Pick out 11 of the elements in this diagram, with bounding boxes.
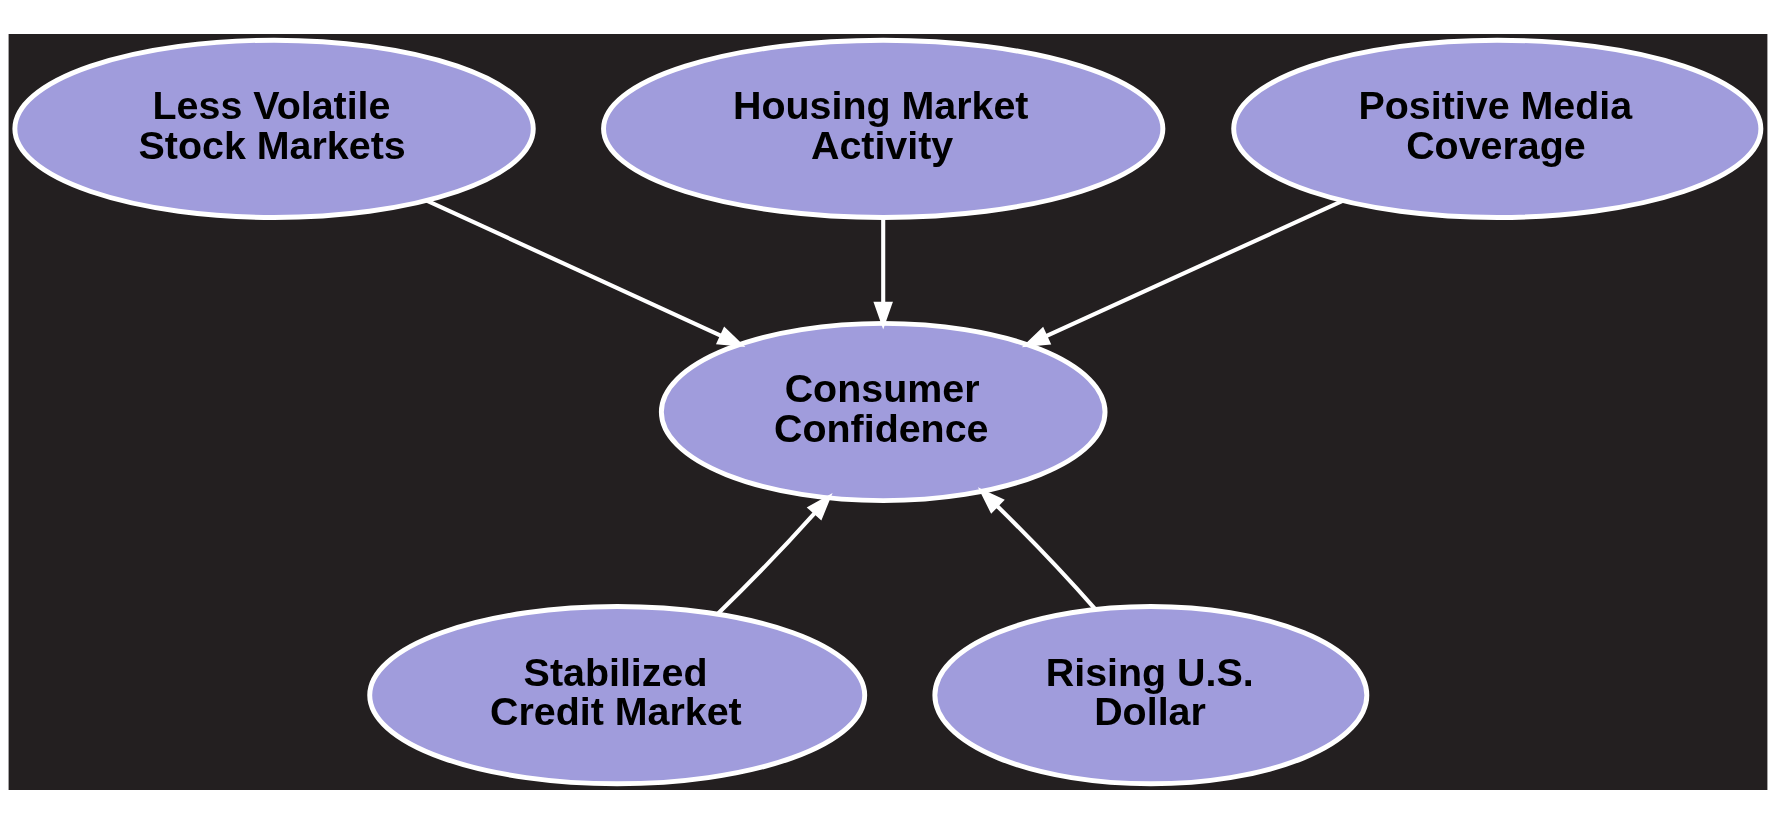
node-ellipse: Consumer Confidence <box>658 320 1108 503</box>
arrow <box>1021 198 1344 347</box>
node-ellipse: Rising U.S. Dollar <box>932 603 1370 786</box>
node-ellipse: Less Volatile Stock Markets <box>12 37 536 220</box>
node-ellipse: Housing Market Activity <box>601 37 1166 220</box>
arrow <box>873 217 893 330</box>
node-ellipse: Positive Media Coverage <box>1231 37 1764 220</box>
arrow <box>715 492 833 616</box>
node-ellipse: Stabilized Credit Market <box>367 603 868 786</box>
arrow <box>977 486 1098 611</box>
arrow <box>425 198 746 347</box>
